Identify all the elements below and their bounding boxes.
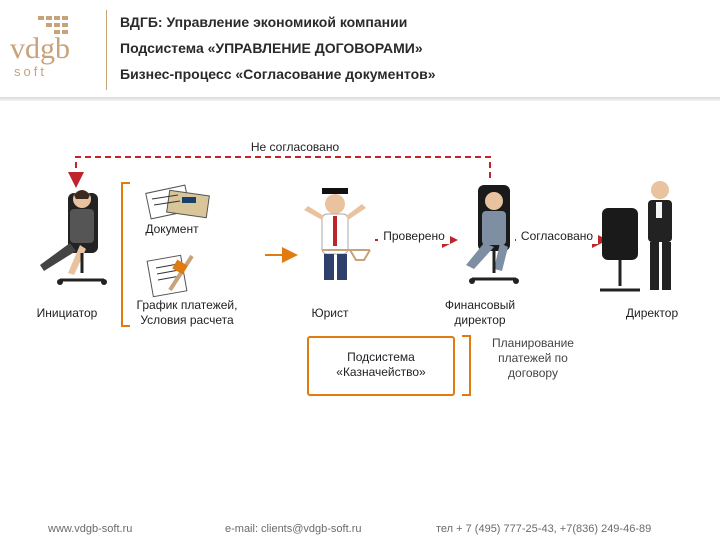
header-divider (0, 97, 720, 101)
logo-text: vdgb (10, 32, 70, 65)
header-title-line-1: ВДГБ: Управление экономикой компании (120, 14, 408, 30)
header-separator (106, 10, 107, 90)
document-label: Документ (145, 222, 199, 236)
initiator-label: Инициатор (36, 306, 98, 320)
not-approved-connector (68, 156, 491, 188)
footer-phone: тел + 7 (495) 777-25-43, +7(836) 249-46-… (436, 523, 652, 535)
treasury-connector (462, 335, 471, 396)
treasury-subsystem-label: Подсистема «Казначейство» (307, 350, 455, 380)
payment-schedule-label: График платежей, Условия расчета (136, 298, 238, 327)
director-figure (600, 181, 672, 292)
payment-schedule-icon (146, 254, 194, 298)
footer-website[interactable]: www.vdgb-soft.ru (48, 523, 133, 535)
header-title-line-2: Подсистема «УПРАВЛЕНИЕ ДОГОВОРАМИ» (120, 40, 423, 56)
lawyer-label: Юрист (311, 306, 349, 320)
vdgb-logo: vdgb soft (10, 16, 70, 79)
fin-director-figure (466, 185, 519, 284)
treasury-label-line-1: Подсистема (347, 350, 415, 364)
initiator-figure (40, 190, 107, 285)
treasury-subsystem-box (307, 336, 455, 396)
lawyer-figure (304, 188, 371, 280)
checked-label: Проверено (378, 229, 450, 244)
documents-bracket (121, 182, 130, 327)
document-icon (145, 184, 210, 220)
fin-director-label: Финансовый директор (444, 298, 516, 327)
header-title-line-3: Бизнес-процесс «Согласование документов» (120, 66, 436, 82)
logo-sub: soft (14, 64, 47, 79)
approved-label: Согласовано (516, 229, 598, 244)
director-label: Директор (625, 306, 679, 320)
not-approved-label: Не согласовано (250, 140, 340, 154)
footer-email[interactable]: e-mail: clients@vdgb-soft.ru (225, 523, 362, 535)
payment-planning-label: Планирование платежей по договору (492, 336, 574, 380)
treasury-label-line-2: «Казначейство» (336, 365, 426, 379)
